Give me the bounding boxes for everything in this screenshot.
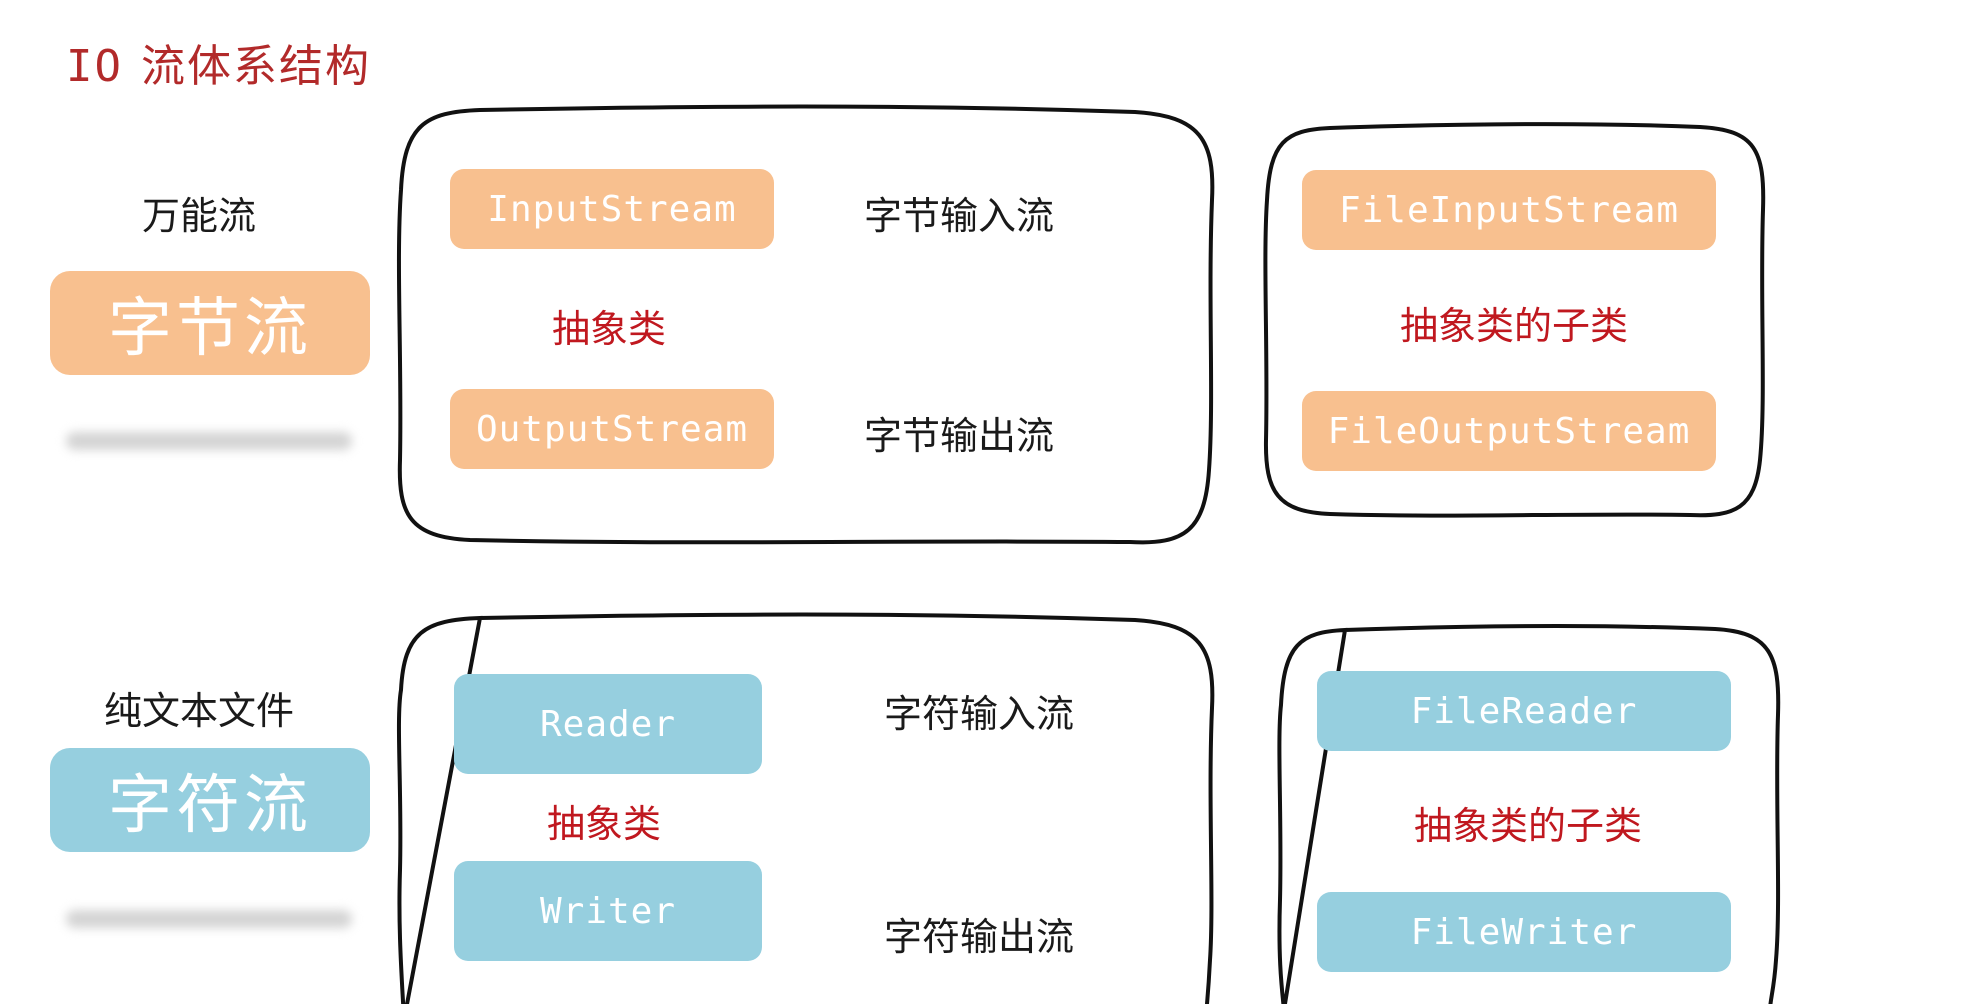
fileoutputstream-box: FileOutputStream [1302,391,1716,471]
page-title: IO 流体系结构 [66,30,371,94]
char-input-desc: 字符输入流 [884,692,1075,736]
byte-caption: 万能流 [142,194,257,238]
filewriter-box: FileWriter [1317,892,1731,972]
char-stream-block: 字符流 [50,748,370,852]
byte-shadow-bar [66,432,352,450]
char-abstract-frame [396,612,1215,1004]
byte-impl-frame [1263,122,1766,518]
char-subclass-label: 抽象类的子类 [1414,804,1643,848]
char-impl-frame [1277,624,1781,1004]
char-shadow-bar [66,910,352,928]
char-abstract-label: 抽象类 [547,802,662,846]
byte-output-desc: 字节输出流 [864,414,1055,458]
byte-subclass-label: 抽象类的子类 [1400,304,1629,348]
byte-abstract-frame [396,104,1215,545]
outputstream-box: OutputStream [450,389,774,469]
byte-abstract-label: 抽象类 [552,307,667,351]
byte-input-desc: 字节输入流 [864,194,1055,238]
writer-box: Writer [454,861,762,961]
filereader-box: FileReader [1317,671,1731,751]
reader-box: Reader [454,674,762,774]
inputstream-box: InputStream [450,169,774,249]
byte-stream-block: 字节流 [50,271,370,375]
fileinputstream-box: FileInputStream [1302,170,1716,250]
char-output-desc: 字符输出流 [884,915,1075,959]
char-caption: 纯文本文件 [104,689,295,733]
title-io: IO [66,41,123,92]
title-text: 流体系结构 [140,41,371,92]
